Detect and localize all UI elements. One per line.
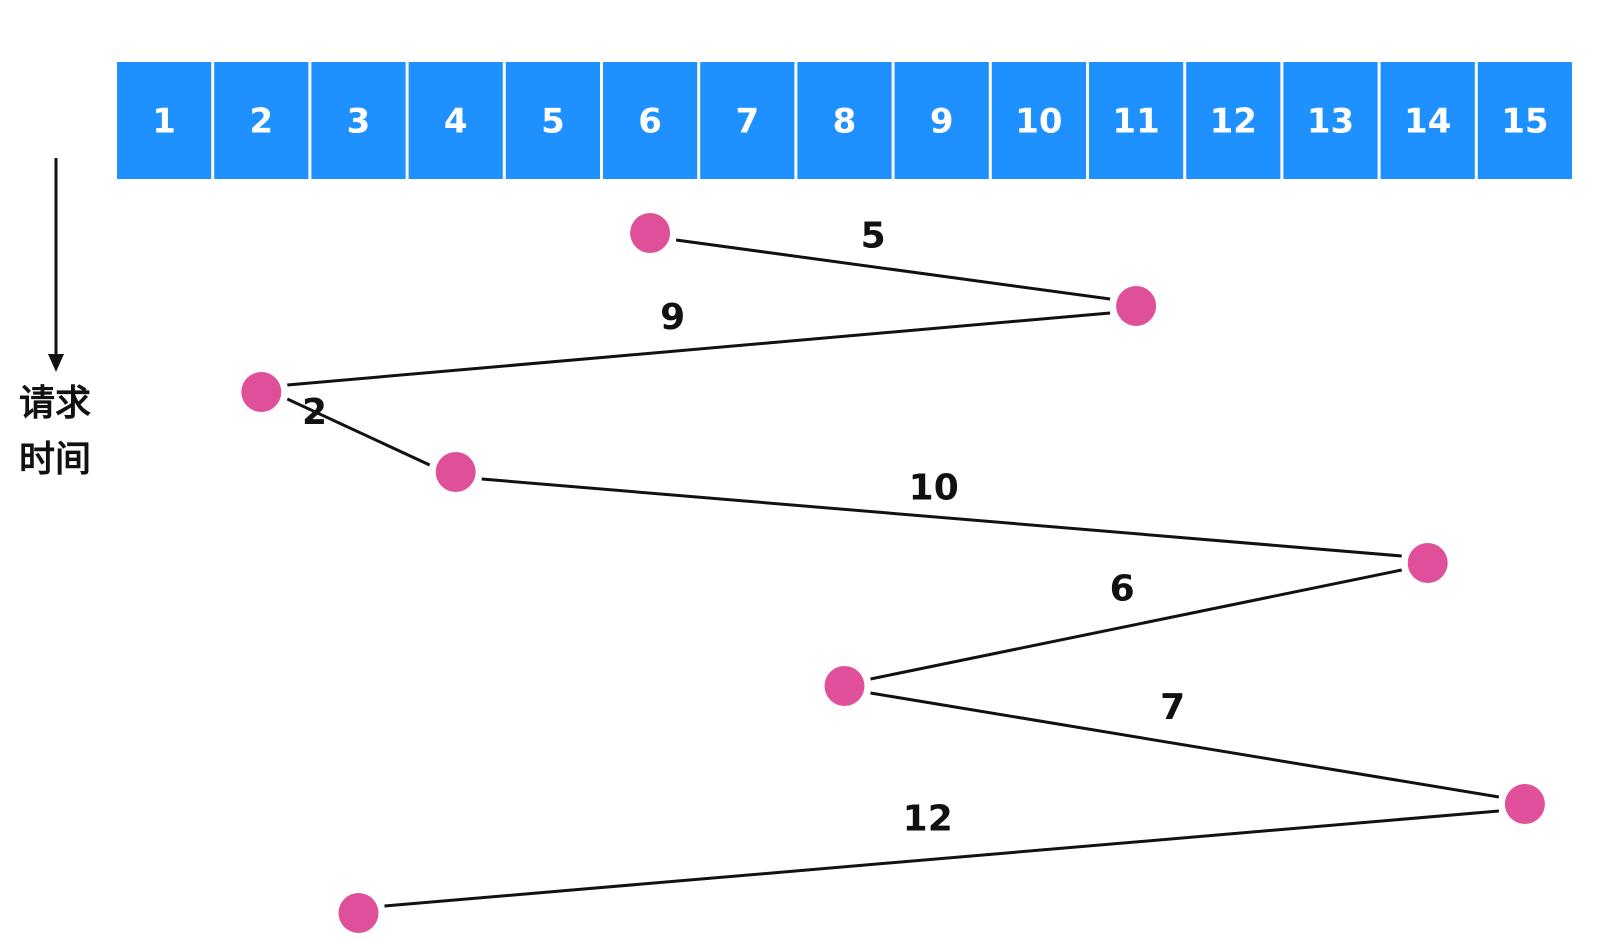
seek-distance-5: 6 (1110, 569, 1135, 610)
track-cell-5 (505, 62, 600, 179)
track-label-15: 15 (1501, 102, 1548, 142)
seek-segment-5 (870, 568, 1403, 681)
seek-distance-2: 9 (660, 297, 685, 338)
track-label-6: 6 (638, 102, 662, 142)
track-cell-13 (1283, 62, 1378, 179)
time-axis-label-line2: 时间 (18, 439, 91, 480)
track-cell-15 (1477, 62, 1572, 179)
track-label-11: 11 (1112, 102, 1159, 142)
request-point-track-8 (824, 666, 865, 706)
seek-distance-6: 7 (1160, 687, 1185, 728)
track-cell-10 (991, 62, 1086, 179)
seek-segment-4 (481, 477, 1402, 558)
time-axis-arrow (48, 158, 64, 372)
track-label-5: 5 (541, 102, 565, 142)
seek-segment-3 (286, 397, 431, 467)
track-label-12: 12 (1210, 102, 1257, 142)
seek-segment-7 (384, 809, 1500, 908)
track-label-4: 4 (444, 102, 468, 142)
track-label-2: 2 (249, 102, 273, 142)
track-cell-1 (117, 62, 212, 179)
seek-path (286, 238, 1500, 908)
track-label-14: 14 (1404, 102, 1451, 142)
time-axis-label-line1: 请求 (18, 383, 91, 424)
request-point-track-6 (630, 213, 671, 253)
track-cell-8 (797, 62, 892, 179)
track-label-10: 10 (1015, 102, 1062, 142)
track-cell-9 (894, 62, 989, 179)
seek-distance-4: 10 (909, 468, 959, 509)
request-point-track-4 (435, 452, 476, 492)
track-cell-4 (408, 62, 503, 179)
request-point-track-2 (241, 372, 282, 412)
request-point-track-15 (1504, 784, 1545, 824)
track-cell-7 (700, 62, 795, 179)
request-point-track-11 (1116, 286, 1157, 326)
request-point-track-14 (1407, 543, 1448, 583)
track-cell-3 (311, 62, 406, 179)
track-cell-12 (1186, 62, 1281, 179)
track-label-3: 3 (347, 102, 371, 142)
request-point-track-3 (338, 893, 379, 933)
seek-distance-7: 12 (903, 799, 953, 840)
track-label-13: 13 (1307, 102, 1354, 142)
track-label-1: 1 (152, 102, 176, 142)
track-cell-6 (603, 62, 698, 179)
track-cell-11 (1089, 62, 1184, 179)
seek-segment-2 (287, 311, 1111, 387)
track-label-7: 7 (735, 102, 759, 142)
seek-distance-3: 2 (302, 392, 327, 433)
track-cell-2 (214, 62, 309, 179)
seek-distance-1: 5 (861, 216, 886, 257)
track-label-9: 9 (930, 102, 954, 142)
request-points (241, 213, 1545, 933)
seek-distance-labels: 5 9 2 10 6 7 12 (302, 216, 1185, 840)
seek-segment-6 (870, 691, 1500, 799)
track-label-8: 8 (833, 102, 857, 142)
seek-segment-1 (675, 238, 1111, 301)
track-cell-14 (1380, 62, 1475, 179)
